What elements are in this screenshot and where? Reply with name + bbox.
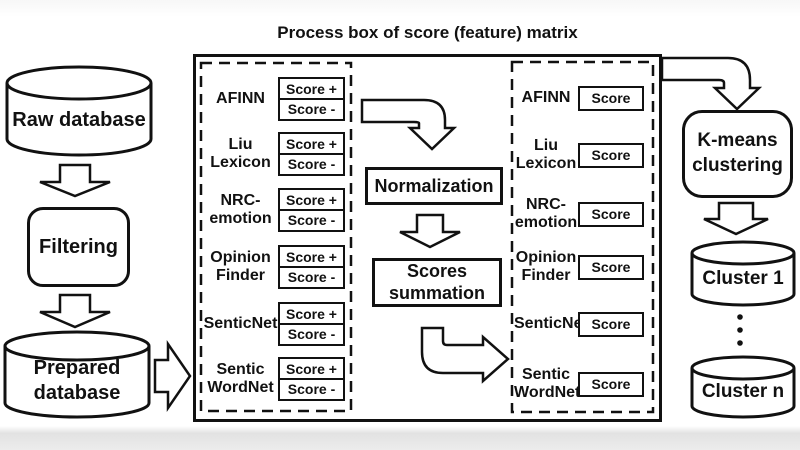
lexicon-row-senticnet-left: SenticNet Score + Score - bbox=[203, 302, 348, 346]
score-box: Score bbox=[578, 85, 644, 111]
right-score-matrix-dashed-box bbox=[510, 60, 655, 414]
score-box: Score bbox=[578, 142, 644, 168]
cluster-1-cylinder bbox=[690, 240, 796, 307]
arrow-filtering-to-prepared bbox=[39, 293, 111, 329]
lexicon-label: AFINN bbox=[216, 89, 265, 107]
lexicon-row-afinn-left: AFINN Score + Score - bbox=[203, 77, 348, 121]
raw-database-cylinder bbox=[5, 65, 153, 157]
scores-summation-node: Scores summation bbox=[372, 258, 502, 307]
bottom-gradient-band bbox=[0, 426, 800, 450]
score-plus-minus-stack: Score + Score - bbox=[278, 132, 345, 176]
top-gradient-band bbox=[0, 0, 800, 17]
score-minus-box: Score - bbox=[278, 208, 345, 232]
score-minus-box: Score - bbox=[278, 322, 345, 346]
arrow-summation-to-rightmatrix bbox=[420, 326, 510, 384]
score-box: Score bbox=[578, 371, 644, 397]
prepared-database-cylinder bbox=[3, 330, 151, 419]
kmeans-clustering-node: K-means clustering bbox=[682, 110, 793, 198]
lexicon-label: AFINN bbox=[521, 88, 571, 106]
normalization-node: Normalization bbox=[365, 167, 503, 205]
score-plus-minus-stack: Score + Score - bbox=[278, 77, 345, 121]
score-box: Score bbox=[578, 201, 644, 227]
score-plus-box: Score + bbox=[278, 357, 345, 381]
score-box: Score bbox=[578, 311, 644, 337]
prepared-database-label: Prepared database bbox=[33, 357, 121, 404]
arrow-raw-to-filtering bbox=[39, 163, 111, 198]
lexicon-row-afinn-right: AFINN Score bbox=[514, 73, 650, 123]
lexicon-row-senticnet-right: SenticNet Score bbox=[514, 299, 650, 349]
lexicon-label: SenticNet bbox=[514, 314, 588, 332]
cluster-n-cylinder bbox=[690, 355, 796, 419]
filtering-node: Filtering bbox=[27, 207, 130, 287]
cluster-n-label: Cluster n bbox=[701, 381, 785, 403]
raw-database-label: Raw database bbox=[12, 108, 146, 131]
lexicon-row-nrc-left: NRC-emotion Score + Score - bbox=[203, 188, 348, 232]
cluster-ellipsis-dots bbox=[737, 314, 743, 346]
score-plus-minus-stack: Score + Score - bbox=[278, 188, 345, 232]
left-score-matrix-dashed-box bbox=[199, 61, 353, 413]
score-minus-box: Score - bbox=[278, 97, 345, 121]
score-plus-minus-stack: Score + Score - bbox=[278, 245, 345, 289]
filtering-label: Filtering bbox=[39, 235, 118, 258]
arrow-kmeans-to-cluster1 bbox=[703, 201, 769, 236]
lexicon-label: NRC-emotion bbox=[209, 191, 272, 227]
score-minus-box: Score - bbox=[278, 265, 345, 289]
diagram-title: Process box of score (feature) matrix bbox=[277, 23, 578, 42]
arrow-leftmatrix-to-normalization bbox=[360, 98, 458, 151]
lexicon-label: NRC-emotion bbox=[514, 195, 578, 231]
arrow-prepared-to-processbox bbox=[153, 339, 192, 413]
score-plus-minus-stack: Score + Score - bbox=[278, 357, 345, 401]
cluster-1-label: Cluster 1 bbox=[702, 268, 784, 290]
arrow-normalization-to-summation bbox=[399, 213, 461, 249]
score-plus-minus-stack: Score + Score - bbox=[278, 302, 345, 346]
lexicon-label: SenticNet bbox=[203, 314, 278, 332]
score-box: Score bbox=[578, 254, 644, 280]
normalization-label: Normalization bbox=[374, 175, 494, 196]
lexicon-row-nrc-right: NRC-emotion Score bbox=[514, 189, 650, 239]
score-minus-box: Score - bbox=[278, 152, 345, 176]
score-minus-box: Score - bbox=[278, 377, 345, 401]
arrow-processbox-to-kmeans bbox=[660, 56, 763, 111]
